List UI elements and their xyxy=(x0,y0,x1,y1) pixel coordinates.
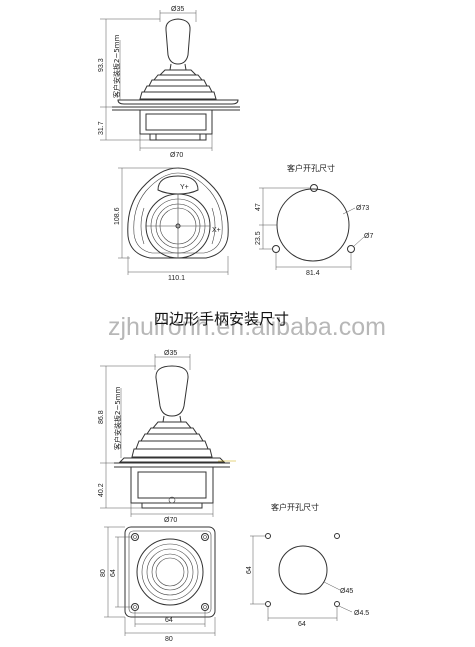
handle-knob xyxy=(165,18,191,65)
y-tab xyxy=(157,175,199,195)
bottom-plan-inner-w: 64 xyxy=(165,617,173,624)
bottom-plan-outer-h: 80 xyxy=(100,569,107,577)
section-title: 四边形手柄安装尺寸 xyxy=(154,310,289,328)
bottom-cutout-hole-tr xyxy=(334,533,340,539)
bottom-plan-inner-h: 64 xyxy=(110,569,117,577)
bottom-plan-view: 80 64 64 80 xyxy=(100,526,216,643)
bottom-panel-note: 客户安装板2~5mm xyxy=(113,386,122,450)
top-height: 93.3 xyxy=(98,58,105,72)
top-plan-view: Y+ X+ 108.6 110.1 xyxy=(114,167,229,282)
bottom-mount-plate xyxy=(118,457,226,463)
bottom-cutout: 客户开孔尺寸 64 64 Ø45 Ø4.5 xyxy=(246,502,369,628)
bottom-base-dia: Ø70 xyxy=(164,517,177,524)
top-cutout-small-hole-right xyxy=(347,245,355,253)
bottom-cutout-v: 64 xyxy=(246,566,253,574)
top-cutout-v2: 23.5 xyxy=(255,231,262,245)
top-cutout-small-hole-top xyxy=(310,184,318,192)
top-base-dia: Ø70 xyxy=(170,152,183,159)
top-cutout-small-dia: Ø7 xyxy=(364,233,373,240)
x-plus-label: X+ xyxy=(212,227,221,234)
top-handle-dia: Ø35 xyxy=(171,6,184,13)
top-panel-note: 客户安装板2~5mm xyxy=(112,34,121,98)
top-cutout-v1: 47 xyxy=(255,203,262,211)
top-cutout-big-hole xyxy=(276,188,350,262)
bottom-cutout-hole-tl xyxy=(265,533,271,539)
bottom-plan-outer-w: 80 xyxy=(165,636,173,643)
bottom-handle-dia: Ø35 xyxy=(164,350,177,357)
bottom-cutout-big-dia: Ø45 xyxy=(340,588,353,595)
top-bottom-height: 31.7 xyxy=(98,121,105,135)
bottom-bottom-height: 40.2 xyxy=(98,483,105,497)
bottom-cutout-title: 客户开孔尺寸 xyxy=(271,502,319,512)
bottom-cutout-w: 64 xyxy=(298,621,306,628)
bottom-cutout-hole-bl xyxy=(265,601,271,607)
top-cutout: 客户开孔尺寸 47 23.5 81.4 Ø73 Ø7 xyxy=(255,163,373,277)
bottom-height: 86.8 xyxy=(98,410,105,424)
top-plan-width: 110.1 xyxy=(168,275,185,282)
square-housing xyxy=(124,526,216,618)
top-cutout-big-dia: Ø73 xyxy=(356,205,369,212)
y-plus-label: Y+ xyxy=(180,184,189,191)
bottom-handle-knob xyxy=(155,365,189,417)
bottom-boot-ring xyxy=(136,538,204,606)
watermark: zjhuironh.en.alibaba.com xyxy=(108,313,386,341)
mount-plate xyxy=(117,99,239,105)
top-cutout-width: 81.4 xyxy=(306,270,320,277)
bottom-cutout-hole-br xyxy=(334,601,340,607)
top-cutout-title: 客户开孔尺寸 xyxy=(287,163,335,173)
bottom-cutout-small-dia: Ø4.5 xyxy=(354,610,369,617)
top-side-view: Ø35 Ø70 93.3 31.7 客 xyxy=(98,6,240,159)
bottom-cutout-big-hole xyxy=(278,545,328,595)
bottom-side-view: Ø35 Ø70 86.8 40.2 客户安装板2~5mm xyxy=(98,350,236,524)
top-plan-height: 108.6 xyxy=(114,207,121,225)
top-cutout-small-hole-left xyxy=(272,245,280,253)
